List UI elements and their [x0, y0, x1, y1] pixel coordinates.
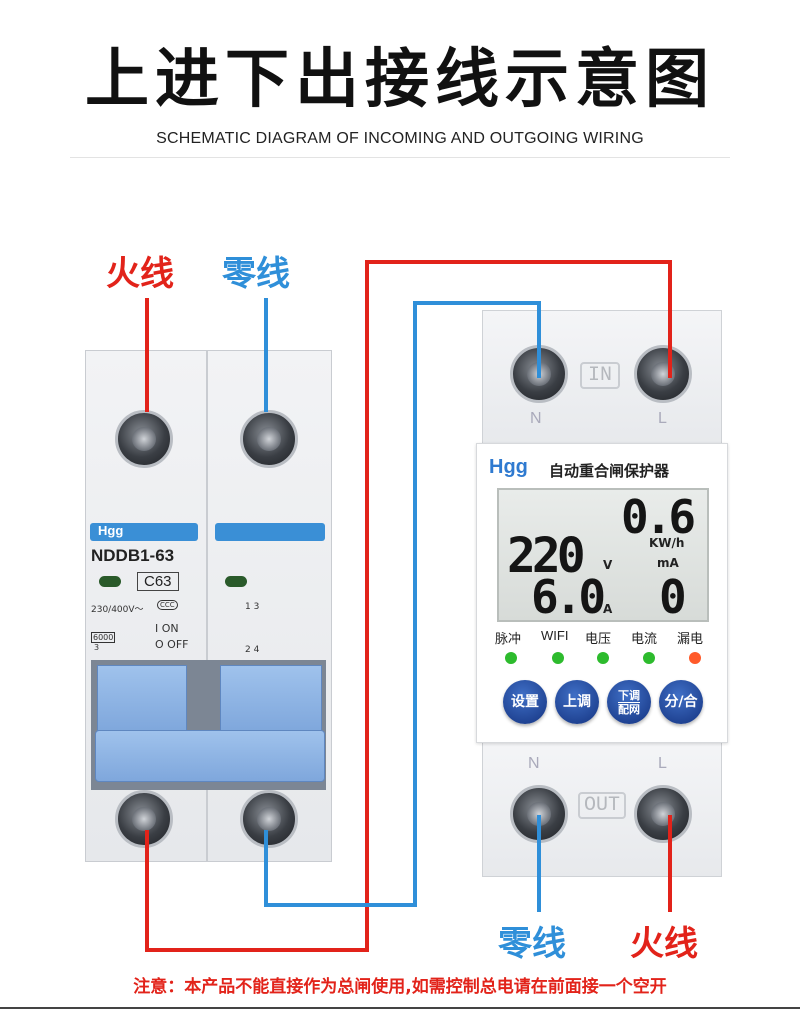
breaker-off-label: O OFF	[155, 638, 189, 651]
indicator-led-voltage	[597, 652, 609, 664]
neutral-wire-run	[264, 301, 541, 907]
breaker-capacity: 6000	[91, 632, 116, 643]
breaker-lever-2[interactable]	[220, 665, 322, 732]
screw-icon	[115, 790, 173, 848]
breaker-cert: CCC	[157, 600, 178, 610]
indicator-led-pulse	[505, 652, 517, 664]
lcd-display: 0.6 KW/h 220 V mA 6.0 A 0	[497, 488, 709, 624]
toggle-button[interactable]: 分/合	[659, 680, 703, 724]
breaker-top-terminal-1	[115, 410, 177, 472]
breaker-voltage: 230/400V～	[91, 605, 144, 615]
network-label: 配网	[618, 702, 640, 716]
screw-icon	[634, 345, 692, 403]
up-button[interactable]: 上调	[555, 680, 599, 724]
indicator-label-leak: 漏电	[677, 631, 704, 646]
device-out-l-label: L	[658, 755, 667, 772]
down-label: 下调	[618, 688, 640, 703]
breaker-brand: Hgg	[98, 523, 124, 538]
breaker-model: NDDB1-63	[91, 546, 175, 565]
indicator-led-leak	[689, 652, 701, 664]
circuit-breaker: Hgg NDDB1-63 C63 230/400V～ CCC 6000 3 I …	[85, 350, 332, 862]
screw-icon	[240, 410, 298, 468]
indicator-label-current: 电流	[631, 631, 658, 646]
device-front-panel: Hgg 自动重合闸保护器 0.6 KW/h 220 V mA 6.0 A 0 脉…	[476, 443, 728, 743]
device-in-n-label: N	[530, 410, 542, 427]
page-title: 上进下出接线示意图	[85, 43, 715, 117]
breaker-strip-2	[215, 523, 325, 541]
device-out-label: OUT	[578, 792, 627, 819]
breaker-pole-top-label: 1 3	[245, 602, 260, 612]
screw-icon	[240, 790, 298, 848]
device-in-terminal-l	[634, 345, 696, 407]
breaker-bottom-terminal-1	[115, 790, 177, 852]
bottom-neutral-label: 零线	[498, 924, 566, 964]
breaker-pole-bottom-label: 2 4	[245, 645, 260, 655]
top-neutral-label: 零线	[222, 254, 290, 294]
lcd-leak-unit: mA	[657, 556, 679, 570]
device-brand: Hgg	[489, 456, 528, 478]
breaker-class: 3	[94, 643, 100, 652]
lcd-voltage-unit: V	[603, 558, 613, 572]
lcd-voltage-value: 220	[507, 528, 586, 584]
lcd-power-value: 0.6	[621, 490, 696, 544]
screw-icon	[634, 785, 692, 843]
breaker-on-label: I ON	[155, 622, 179, 635]
device-out-n-label: N	[528, 755, 540, 772]
breaker-indicator-window	[99, 576, 121, 587]
breaker-indicator-window-2	[225, 576, 247, 587]
header-divider	[70, 157, 730, 158]
device-out-terminal-l	[634, 785, 696, 847]
lcd-current-value: 6.0	[531, 570, 606, 624]
top-live-label: 火线	[106, 254, 174, 294]
live-wire-run	[145, 260, 672, 952]
indicator-label-wifi: WIFI	[541, 628, 569, 643]
indicator-led-wifi	[552, 652, 564, 664]
protection-device: IN N L Hgg 自动重合闸保护器 0.6 KW/h 220 V mA 6.…	[476, 310, 728, 877]
device-in-l-label: L	[658, 410, 667, 427]
breaker-bottom-terminal-2	[240, 790, 302, 852]
indicator-label-voltage: 电压	[585, 631, 612, 646]
breaker-rating: C63	[137, 572, 179, 591]
breaker-brand-strip: Hgg	[90, 523, 198, 541]
down-network-button[interactable]: 下调 配网	[607, 680, 651, 724]
screw-icon	[115, 410, 173, 468]
breaker-handle-bar[interactable]	[95, 730, 325, 782]
breaker-top-terminal-2	[240, 410, 302, 472]
set-button[interactable]: 设置	[503, 680, 547, 724]
lcd-current-unit: A	[603, 602, 613, 616]
indicator-led-current	[643, 652, 655, 664]
page-subtitle: SCHEMATIC DIAGRAM OF INCOMING AND OUTGOI…	[156, 130, 644, 147]
device-in-label: IN	[580, 362, 621, 389]
warning-note: 注意：本产品不能直接作为总闸使用,如需控制总电请在前面接一个空开	[133, 977, 667, 997]
footer-line	[0, 1007, 800, 1009]
device-name: 自动重合闸保护器	[549, 462, 670, 480]
lcd-leak-value: 0	[659, 570, 687, 624]
indicator-label-pulse: 脉冲	[495, 631, 522, 646]
lcd-power-unit: KW/h	[649, 536, 685, 550]
bottom-live-label: 火线	[630, 924, 698, 964]
